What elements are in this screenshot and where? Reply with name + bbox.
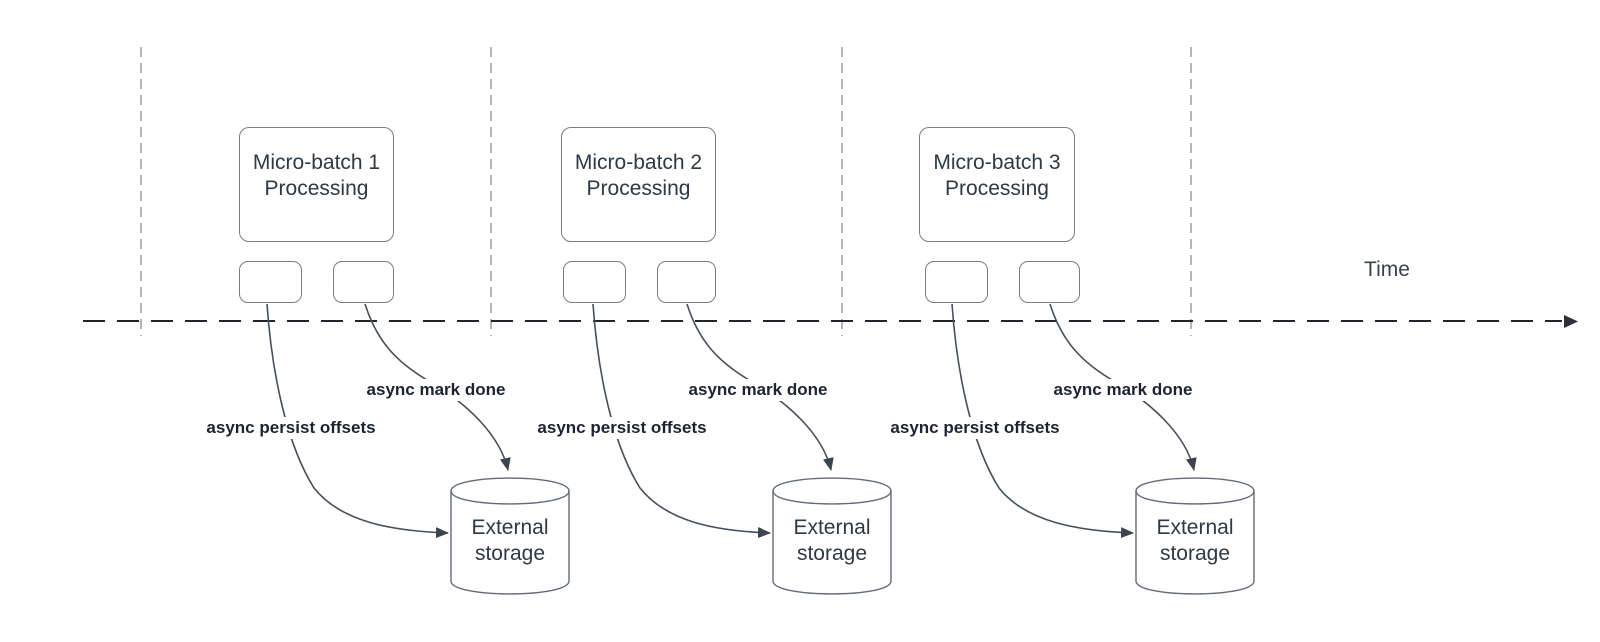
time-axis — [83, 315, 1578, 328]
micro-batch-3-processing-box: Micro-batch 3 Processing — [919, 127, 1075, 242]
mark-done-label-1: async mark done — [363, 379, 509, 401]
batch-1-offset-task-box — [239, 261, 302, 303]
persist-offsets-arrow-2 — [592, 303, 771, 539]
batch-1-done-task-box — [333, 261, 394, 303]
batch-2-done-task-box — [657, 261, 716, 303]
external-storage-label-2: External storage — [793, 516, 871, 565]
external-storage-label-1: External storage — [471, 516, 549, 565]
external-storage-cylinder-3 — [1135, 477, 1255, 595]
persist-offsets-label-2: async persist offsets — [534, 417, 710, 439]
micro-batch-3-processing-label: Micro-batch 3 Processing — [933, 150, 1061, 200]
micro-batch-1-processing-box: Micro-batch 1 Processing — [239, 127, 394, 242]
batch-3-offset-task-box — [925, 261, 988, 303]
micro-batch-1-processing-label: Micro-batch 1 Processing — [252, 150, 381, 200]
persist-offsets-label-1: async persist offsets — [203, 417, 379, 439]
external-storage-cylinder-2 — [772, 477, 892, 595]
persist-offsets-label-3: async persist offsets — [887, 417, 1063, 439]
time-axis-label: Time — [1364, 258, 1410, 281]
time-axis-arrowhead-icon — [1564, 315, 1578, 328]
mark-done-label-3: async mark done — [1050, 379, 1196, 401]
external-storage-label-3: External storage — [1156, 516, 1234, 565]
external-storage-cylinder-1 — [450, 477, 570, 595]
persist-offsets-arrow-1 — [266, 303, 449, 539]
persist-offsets-arrow-3 — [951, 303, 1134, 539]
mark-done-label-2: async mark done — [685, 379, 831, 401]
micro-batch-2-processing-box: Micro-batch 2 Processing — [561, 127, 716, 242]
batch-3-done-task-box — [1019, 261, 1080, 303]
batch-2-offset-task-box — [563, 261, 626, 303]
micro-batch-2-processing-label: Micro-batch 2 Processing — [574, 150, 703, 200]
